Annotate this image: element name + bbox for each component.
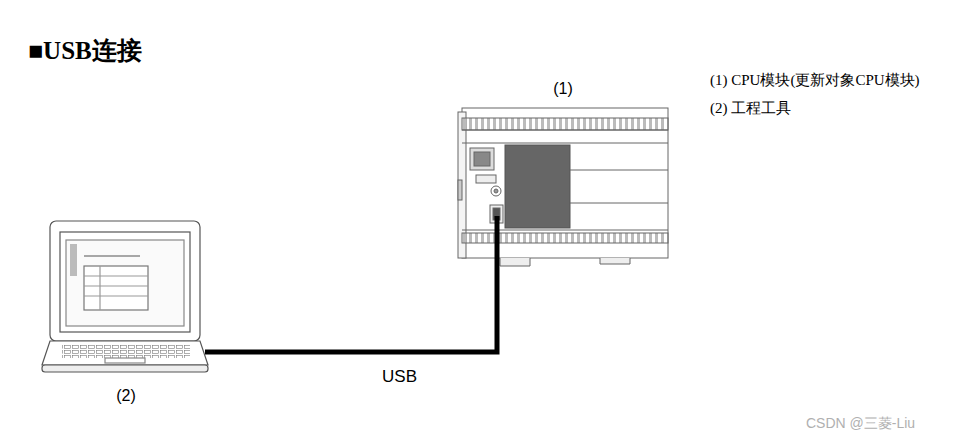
cpu-module-drawing: [458, 108, 668, 266]
legend-note: (2) 工程工具: [710, 99, 791, 118]
usb-cable-start: [205, 350, 212, 355]
cpu-module: (1): [455, 80, 671, 268]
legend-note: (1) CPU模块(更新对象CPU模块): [710, 71, 920, 90]
section-title: ■USB连接: [28, 34, 142, 67]
usb-cable-end: [495, 216, 500, 268]
edge-label: USB: [380, 367, 419, 387]
engineering-tool: (2): [40, 215, 212, 405]
watermark: CSDN @三菱-Liu: [806, 415, 915, 433]
callout-number: (1): [553, 80, 573, 98]
callout-number: (2): [116, 387, 136, 405]
usb-cable: [212, 268, 497, 352]
laptop-drawing: [42, 221, 208, 372]
